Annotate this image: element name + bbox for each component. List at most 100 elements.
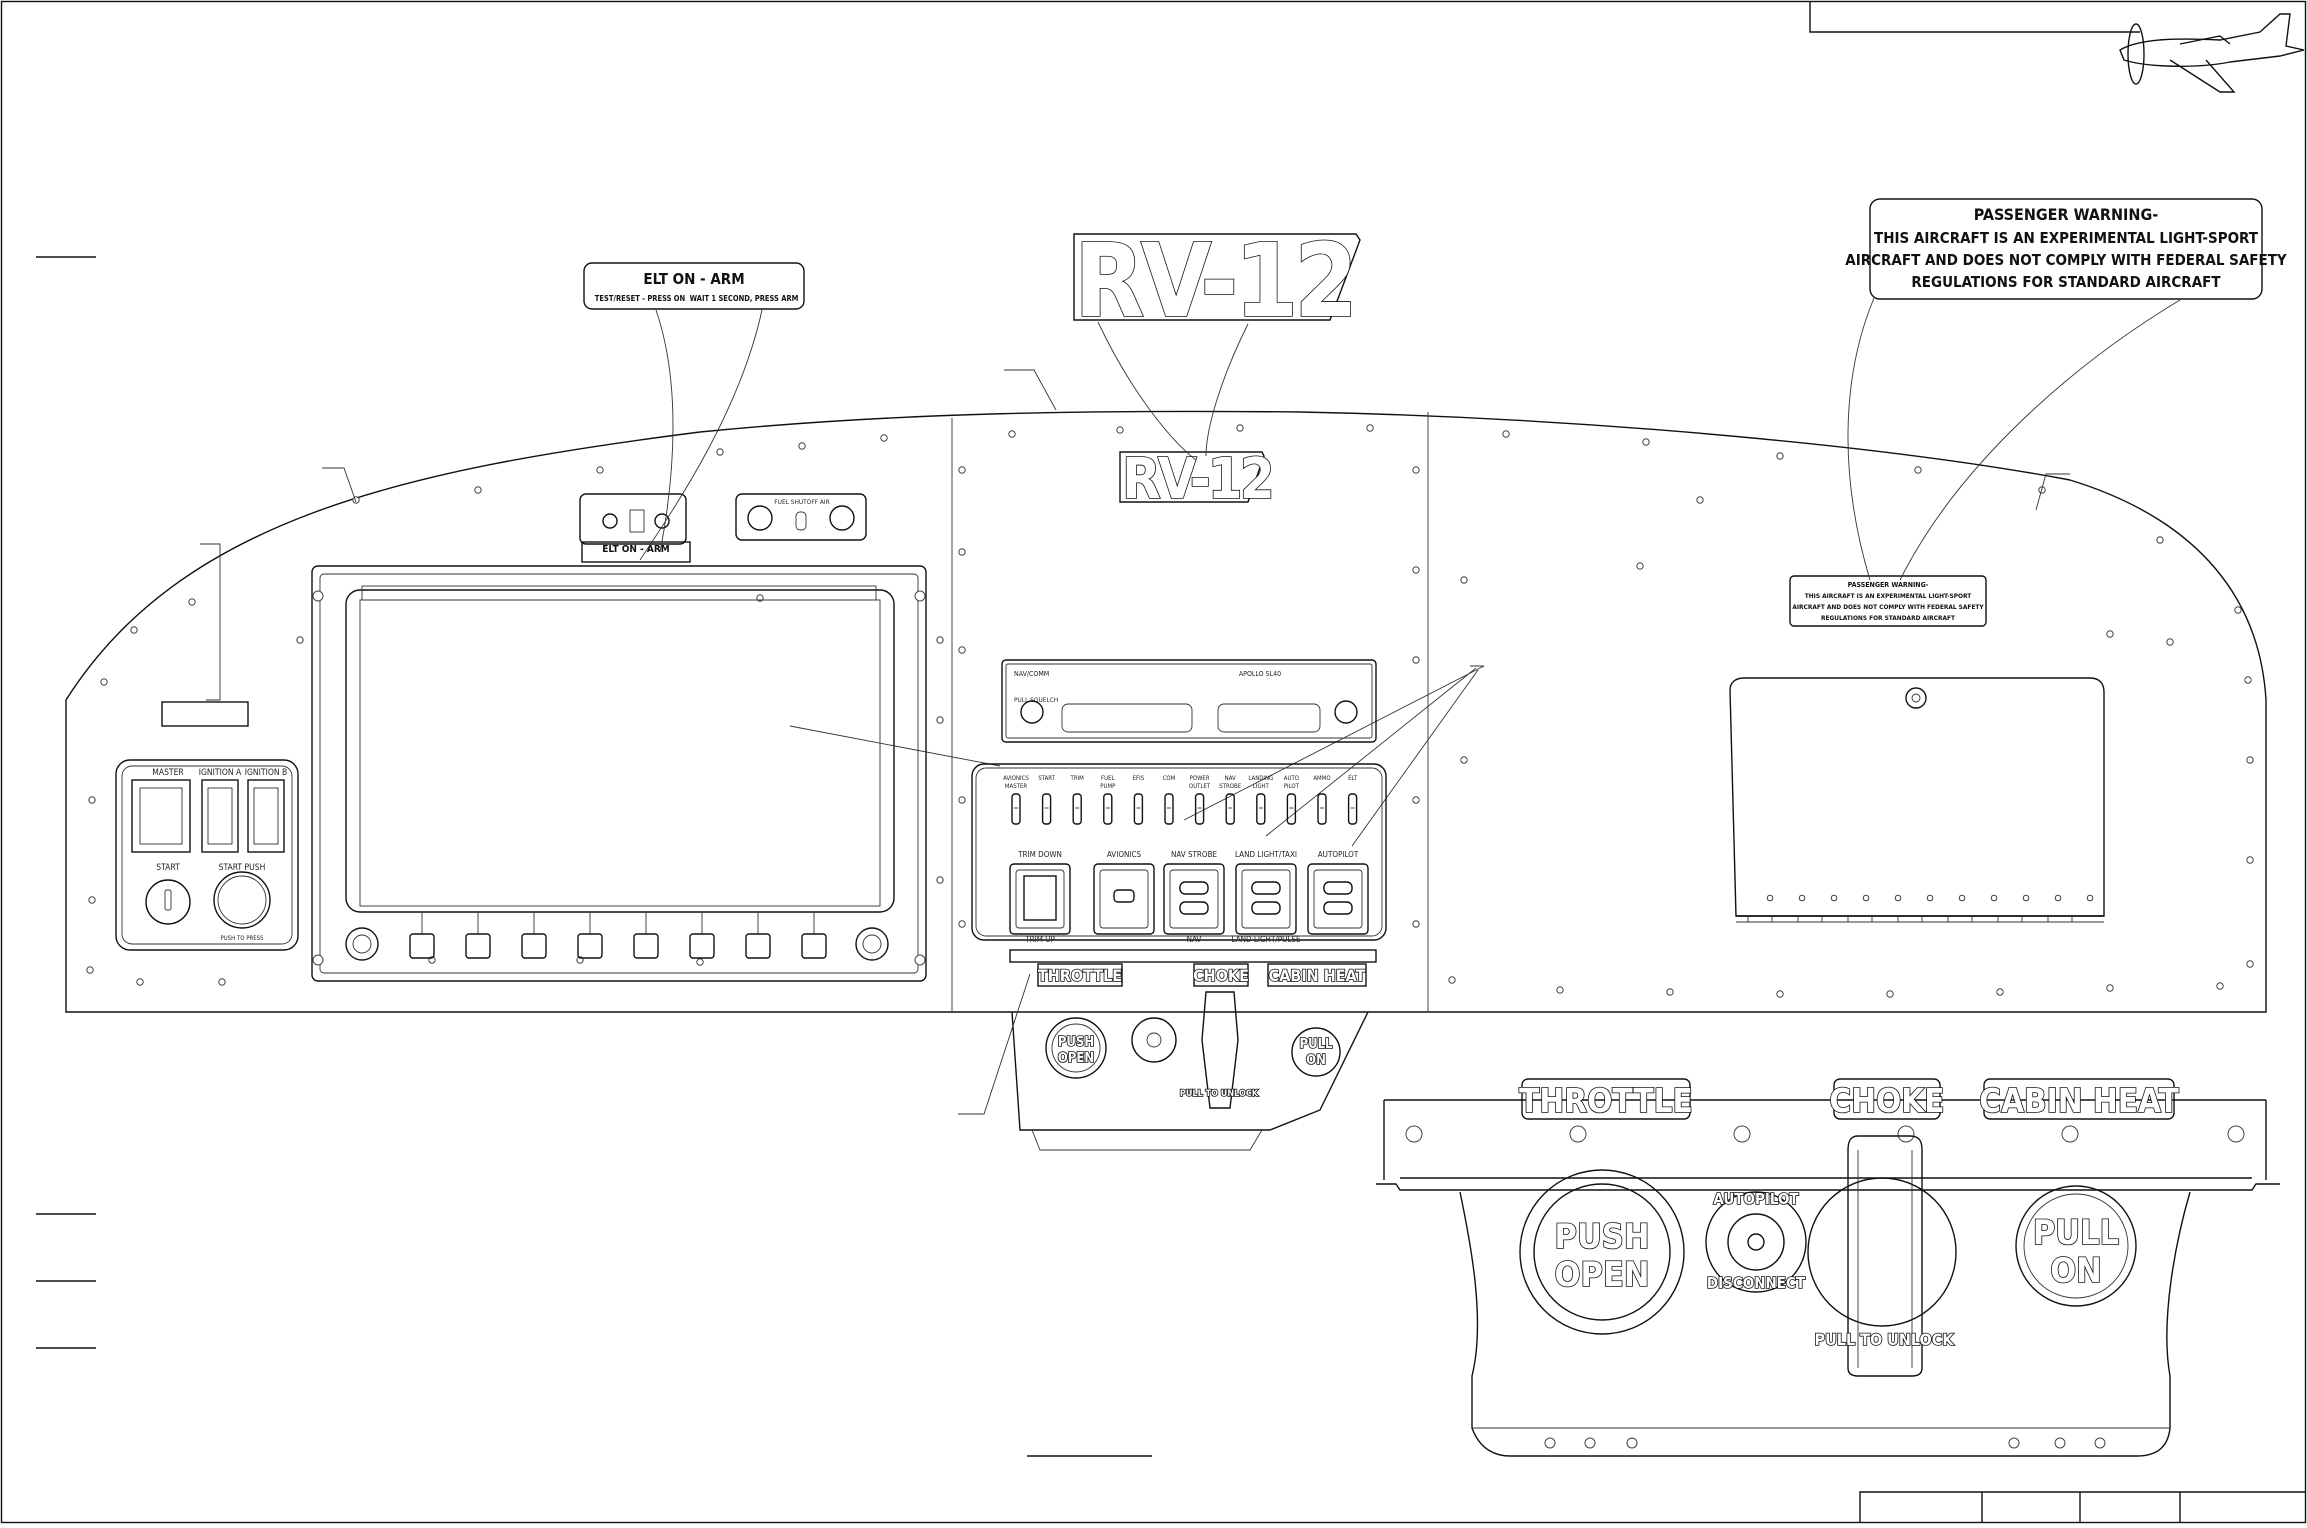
key-switch[interactable] [145,879,191,925]
throttle-knob[interactable] [1519,1169,1685,1335]
efis-soft-key[interactable] [689,933,715,959]
rivet [88,796,96,804]
pull-text: PULL [2033,1213,2119,1253]
circuit-breaker[interactable] [1256,793,1266,825]
circuit-breaker[interactable] [1225,793,1235,825]
circuit-breaker[interactable] [1164,793,1174,825]
efis-knob-left[interactable] [345,927,379,961]
efis-soft-key[interactable] [521,933,547,959]
breaker-label: STROBE [1219,783,1241,790]
rivet [1990,894,1998,902]
fuel-air-label: FUEL SHUTOFF AIR [774,498,829,506]
rocker-switch[interactable] [1235,863,1297,935]
breaker-label: EFIS [1133,775,1145,782]
radio-left-label: NAV/COMM [1014,670,1049,678]
efis-knob-right[interactable] [855,927,889,961]
push-text: PUSH [1555,1217,1650,1257]
cabin-heat-knob[interactable] [2015,1185,2137,1307]
rocker-top-label: LAND LIGHT/TAXI [1235,850,1297,859]
elt-panel-label: ELT ON - ARM [602,544,670,555]
lower-label-bar: THROTTLE CHOKE CABIN HEAT [1009,949,1377,987]
rivet [2246,856,2254,864]
rivet [2022,894,2030,902]
radio-left-knob[interactable] [1020,700,1044,724]
circuit-breaker[interactable] [1103,793,1113,825]
rivet [130,626,138,634]
rivet [2156,536,2164,544]
rivet [2246,960,2254,968]
rivet [2244,676,2252,684]
choke-handle[interactable] [1847,1135,1923,1377]
elt-label-callout: ELT ON - ARM TEST/RESET - PRESS ON WAIT … [583,262,805,561]
rocker-switch[interactable] [1163,863,1225,935]
elt-label-title: ELT ON - ARM [643,270,744,288]
efis-soft-key[interactable] [465,933,491,959]
cabin-heat-label: CABIN HEAT [1979,1081,2179,1120]
warning-line2: AIRCRAFT AND DOES NOT COMPLY WITH FEDERA… [1845,251,2287,269]
efis-soft-key[interactable] [577,933,603,959]
warning-line1: THIS AIRCRAFT IS AN EXPERIMENTAL LIGHT-S… [1874,229,2259,247]
efis-soft-key[interactable] [409,933,435,959]
efis-display [311,565,927,982]
ignition-a-switch[interactable] [201,779,239,853]
circuit-breaker[interactable] [1194,793,1205,825]
rivet [596,466,604,474]
rocker-switch[interactable] [1093,863,1155,935]
air-knob[interactable] [829,505,855,531]
left-switch-panel: MASTER IGNITION A IGNITION B START START… [115,759,299,951]
start-push-button[interactable] [213,871,271,929]
radio-knob-label: PULL SQUELCH [1014,696,1058,704]
rivet [1926,894,1934,902]
margin-marks [36,256,1152,1457]
efis-soft-key[interactable] [745,933,771,959]
rivet [2216,982,2224,990]
throttle-knob-small[interactable] [1045,1017,1107,1079]
rivet [1502,430,1510,438]
pull-small-1: PULL [1300,1037,1334,1052]
start-label: START [156,863,180,873]
radio-right-knob[interactable] [1334,700,1358,724]
circuit-breaker[interactable] [1011,793,1021,825]
rivet [86,966,94,974]
elt-label-line1: TEST/RESET - PRESS ON [595,294,686,303]
rocker-switch[interactable] [1307,863,1369,935]
autopilot-disconnect-button[interactable] [1705,1191,1807,1293]
master-switch[interactable] [131,779,191,853]
rivet [936,716,944,724]
radio-display-right [1217,703,1321,733]
circuit-breaker[interactable] [1347,793,1358,825]
autopilot-disconnect-small[interactable] [1131,1017,1177,1063]
fuel-knob[interactable] [747,505,773,531]
rocker-top-label: AUTOPILOT [1318,850,1359,859]
rv12-logo-large: RV-12 [1074,222,1354,341]
circuit-breaker[interactable] [1041,793,1052,825]
circuit-breaker[interactable] [1133,793,1144,825]
efis-soft-key[interactable] [801,933,827,959]
rocker-switch[interactable] [1009,863,1071,935]
cabin-heat-knob-small[interactable] [1291,1027,1341,1077]
circuit-breaker[interactable] [1286,793,1297,825]
efis-soft-key[interactable] [633,933,659,959]
glovebox-latch[interactable] [1905,687,1927,709]
rivet [352,496,360,504]
rivet [1798,894,1806,902]
cabin-heat-label-small: CABIN HEAT [1269,966,1366,985]
circuit-breaker[interactable] [1072,793,1082,825]
rivet [136,978,144,986]
rivet [936,876,944,884]
rivet [1412,920,1420,928]
breaker-label: PILOT [1284,783,1300,790]
warning-small-line1: THIS AIRCRAFT IS AN EXPERIMENTAL LIGHT-S… [1805,592,1971,600]
rivet [1412,796,1420,804]
rivet [296,636,304,644]
rivet [936,636,944,644]
radio-right-label: APOLLO SL40 [1239,670,1281,678]
rivet [1008,430,1016,438]
circuit-breaker[interactable] [1317,793,1327,825]
ignition-b-switch[interactable] [247,779,285,853]
blank-label-box [161,701,249,727]
rivet [1830,894,1838,902]
breaker-label: FUEL [1101,775,1114,782]
choke-handle-small[interactable] [1201,991,1239,1109]
